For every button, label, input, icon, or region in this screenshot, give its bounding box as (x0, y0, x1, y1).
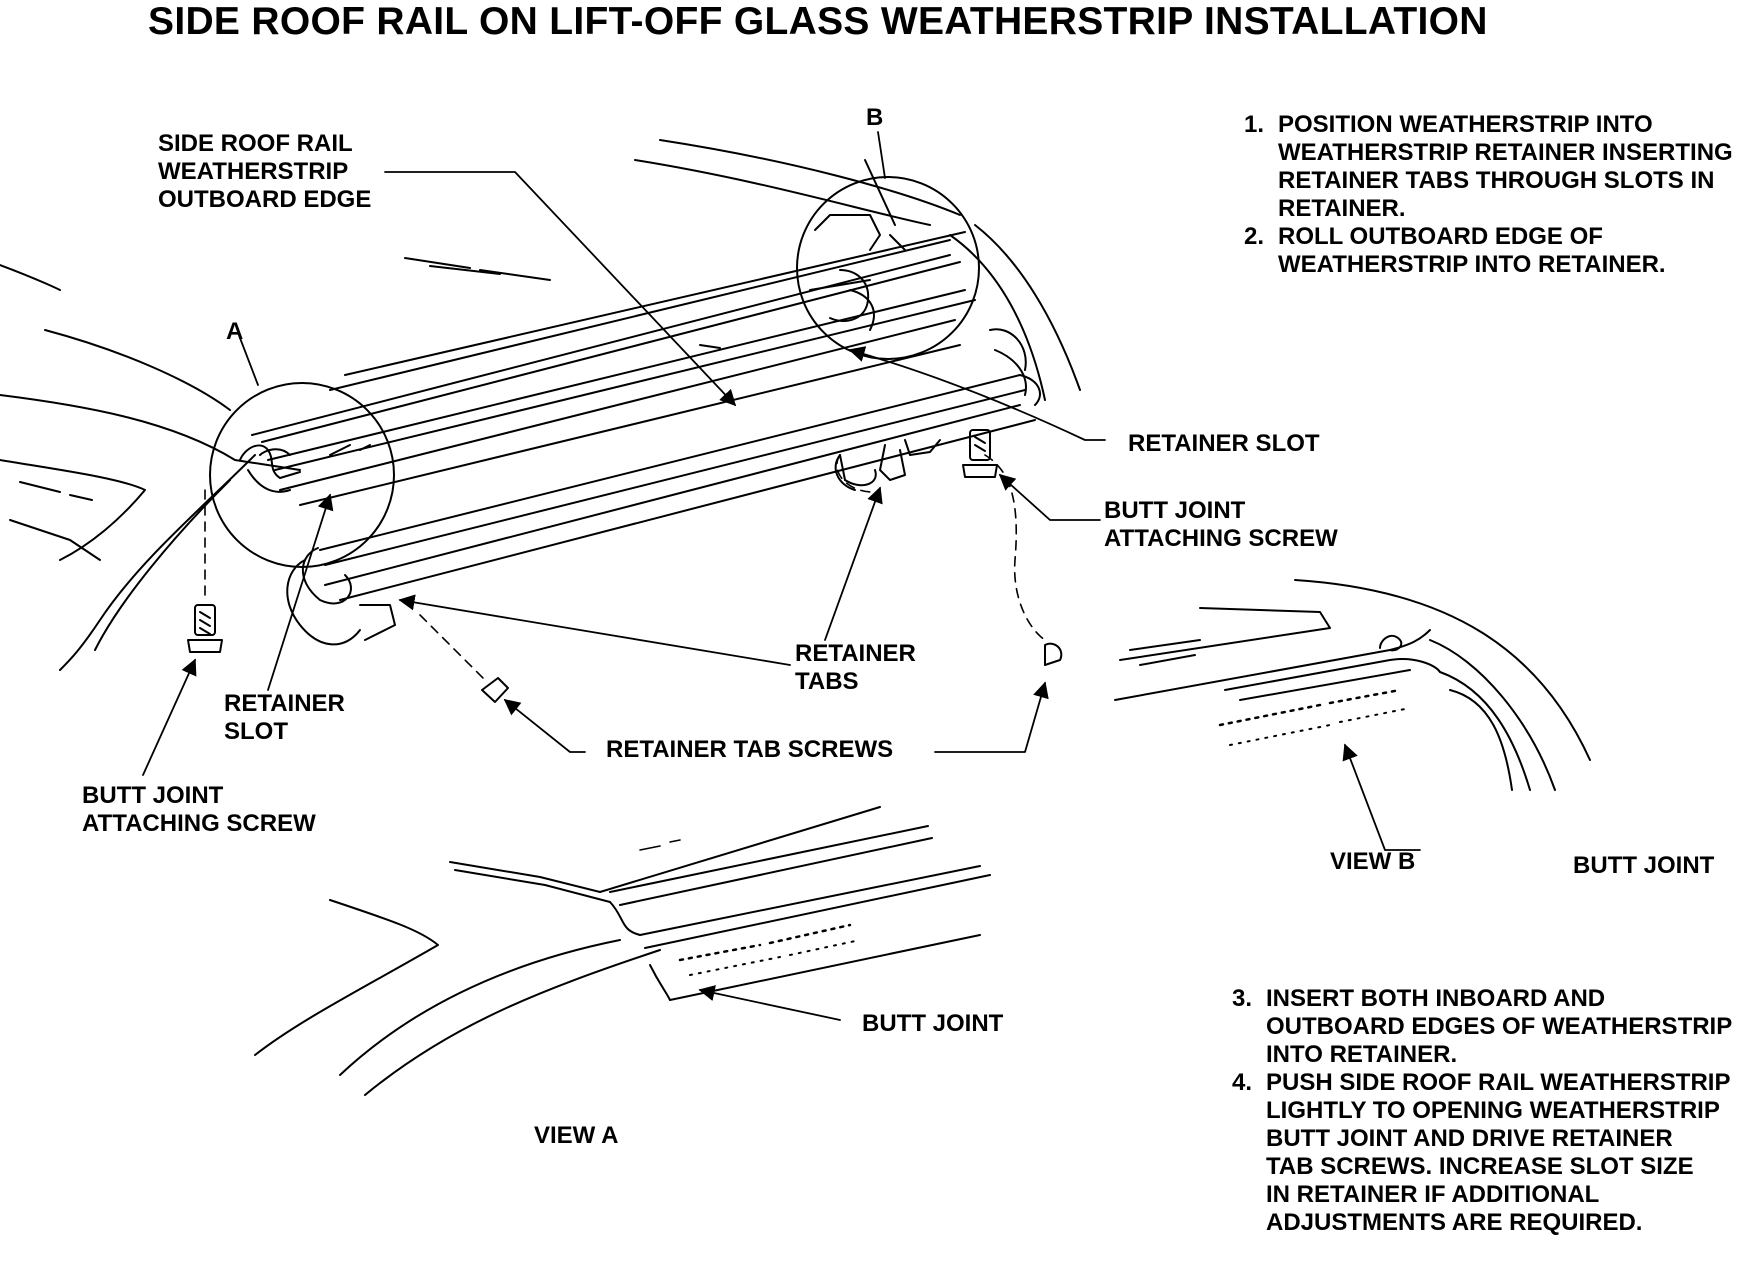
step-text-line: INTO RETAINER. (1266, 1041, 1458, 1068)
label-line: SIDE ROOF RAIL (158, 130, 353, 157)
step-text-line: WEATHERSTRIP RETAINER INSERTING (1278, 139, 1733, 166)
label-retainer-tabs: RETAINER TABS (795, 640, 916, 696)
step-text-line: LIGHTLY TO OPENING WEATHERSTRIP (1266, 1097, 1720, 1124)
label-butt-joint-a: BUTT JOINT (862, 1010, 1004, 1037)
weatherstrip-bar (286, 328, 1041, 646)
label-view-a: VIEW A (534, 1122, 619, 1149)
step-number: 4. (1232, 1069, 1253, 1096)
label-line: SLOT (224, 718, 288, 745)
right-retainer-tabs (834, 439, 941, 491)
step-text-line: BUTT JOINT AND DRIVE RETAINER (1266, 1125, 1673, 1152)
detail-circle-a (209, 382, 395, 568)
screw-guide-lines (204, 454, 1046, 681)
step-text-line: RETAINER. (1278, 195, 1406, 222)
retainer-long-bars (251, 139, 976, 506)
view-b-drawing (1114, 579, 1591, 851)
label-retainer-tab-screws: RETAINER TAB SCREWS (606, 736, 894, 763)
label-line: OUTBOARD EDGE (158, 186, 372, 213)
label-view-b: VIEW B (1330, 848, 1416, 875)
label-retainer-slot-left: RETAINER SLOT (224, 690, 345, 746)
instructions-bottom: 3. INSERT BOTH INBOARD AND OUTBOARD EDGE… (1232, 985, 1732, 1237)
step-text-line: ROLL OUTBOARD EDGE OF (1278, 223, 1603, 250)
step-number: 1. (1244, 111, 1265, 138)
main-leader-lines (142, 131, 1106, 776)
step-text-line: RETAINER TABS THROUGH SLOTS IN (1278, 167, 1715, 194)
step-text-line: POSITION WEATHERSTRIP INTO (1278, 111, 1653, 138)
roof-surface-lines (0, 257, 721, 671)
step-text-line: PUSH SIDE ROOF RAIL WEATHERSTRIP (1266, 1069, 1731, 1096)
detail-circle-b (796, 176, 980, 360)
label-detail-b: B (866, 104, 884, 131)
step-text-line: ADJUSTMENTS ARE REQUIRED. (1266, 1209, 1643, 1236)
label-detail-a: A (226, 318, 244, 345)
label-line: BUTT JOINT (1104, 497, 1246, 524)
label-line: WEATHERSTRIP (158, 158, 349, 185)
label-line: RETAINER (795, 640, 916, 667)
label-retainer-slot-right: RETAINER SLOT (1128, 430, 1320, 457)
step-text-line: WEATHERSTRIP INTO RETAINER. (1278, 251, 1666, 278)
label-butt-joint-b: BUTT JOINT (1573, 852, 1715, 879)
step-text-line: OUTBOARD EDGES OF WEATHERSTRIP (1266, 1013, 1733, 1040)
screws (187, 429, 1063, 703)
label-line: ATTACHING SCREW (1104, 525, 1338, 552)
step-text-line: INSERT BOTH INBOARD AND (1266, 985, 1606, 1012)
step-2: 2. ROLL OUTBOARD EDGE OF WEATHERSTRIP IN… (1244, 223, 1733, 279)
label-line: ATTACHING SCREW (82, 810, 316, 837)
label-outboard-edge: SIDE ROOF RAIL WEATHERSTRIP OUTBOARD EDG… (158, 130, 371, 214)
label-line: TABS (795, 668, 859, 695)
step-number: 2. (1244, 223, 1265, 250)
label-line: BUTT JOINT (82, 782, 224, 809)
label-line: RETAINER (224, 690, 345, 717)
step-4: 4. PUSH SIDE ROOF RAIL WEATHERSTRIP LIGH… (1232, 1069, 1732, 1237)
step-number: 3. (1232, 985, 1253, 1012)
right-body-curve (949, 224, 1081, 401)
page-title: SIDE ROOF RAIL ON LIFT-OFF GLASS WEATHER… (148, 0, 1488, 43)
label-butt-joint-screw-left: BUTT JOINT ATTACHING SCREW (82, 782, 316, 838)
view-a-drawing (254, 806, 991, 1096)
instructions-top: 1. POSITION WEATHERSTRIP INTO WEATHERSTR… (1244, 111, 1733, 279)
step-3: 3. INSERT BOTH INBOARD AND OUTBOARD EDGE… (1232, 985, 1732, 1069)
step-text-line: TAB SCREWS. INCREASE SLOT SIZE (1266, 1153, 1694, 1180)
step-text-line: IN RETAINER IF ADDITIONAL (1266, 1181, 1600, 1208)
label-butt-joint-screw-right: BUTT JOINT ATTACHING SCREW (1104, 497, 1338, 553)
step-1: 1. POSITION WEATHERSTRIP INTO WEATHERSTR… (1244, 111, 1733, 223)
